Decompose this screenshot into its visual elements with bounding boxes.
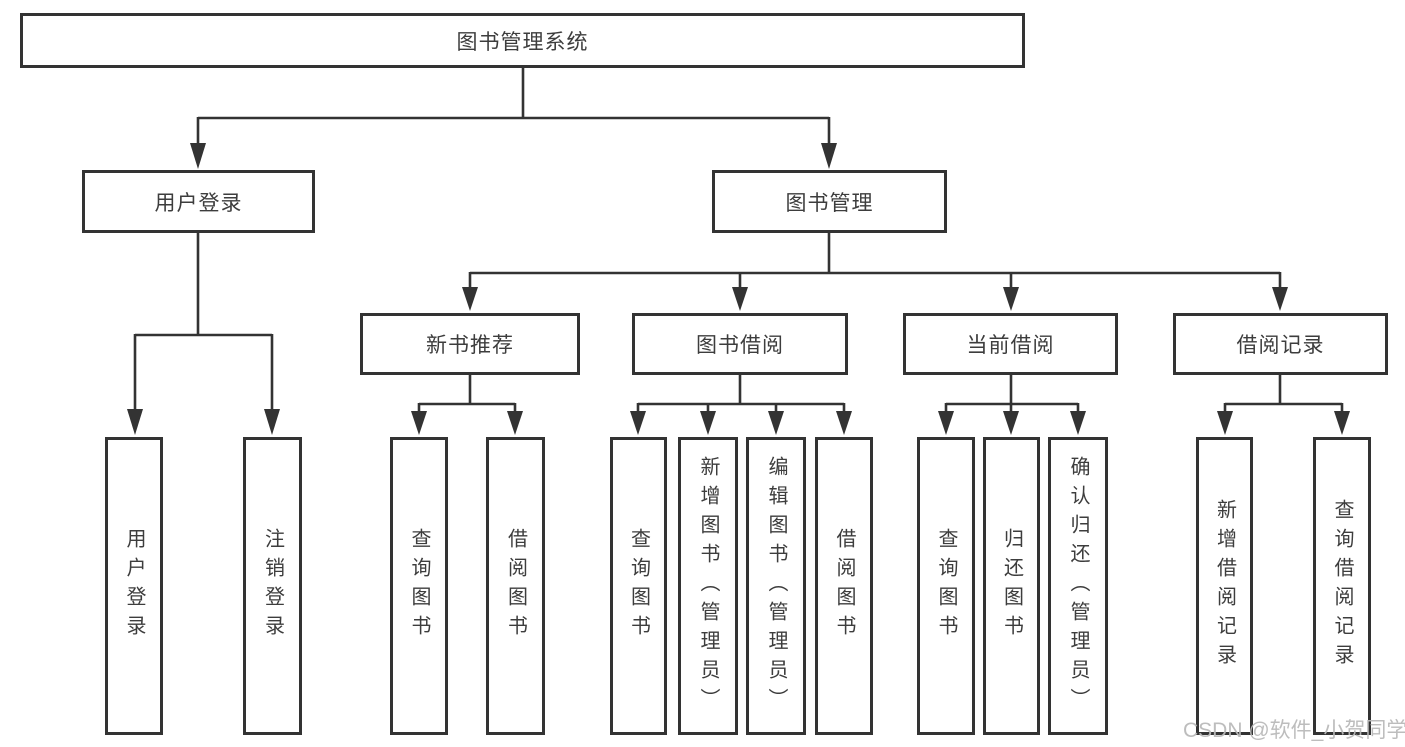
leaf-logout-label: 注销登录 [261,528,284,644]
leaf-query-book-current: 查询图书 [917,437,975,735]
csdn-watermark: CSDN @软件_小贺同学 [1183,719,1405,742]
leaf-add-book-admin: 新增图书（管理员） [678,437,738,735]
node-module-new-book-recommend-label: 新书推荐 [426,334,514,357]
leaf-borrow-book-recommend: 借阅图书 [486,437,545,735]
leaf-add-book-admin-label: 新增图书（管理员） [697,455,719,717]
connector-root-to-branches [190,68,837,169]
node-module-borrow-records: 借阅记录 [1173,313,1388,375]
connector-borrow-records-to-leaves [1217,375,1350,435]
leaf-query-borrow-record: 查询借阅记录 [1313,437,1371,735]
leaf-add-borrow-record-label: 新增借阅记录 [1213,499,1236,673]
leaf-query-book-borrowmod-label: 查询图书 [627,528,650,644]
leaf-add-borrow-record: 新增借阅记录 [1196,437,1253,735]
leaf-borrow-book-recommend-label: 借阅图书 [504,528,527,644]
node-module-borrow-records-label: 借阅记录 [1236,334,1325,357]
node-branch-book-management: 图书管理 [712,170,947,233]
leaf-edit-book-admin: 编辑图书（管理员） [746,437,806,735]
node-branch-user-login-label: 用户登录 [154,191,243,215]
leaf-logout: 注销登录 [243,437,302,735]
node-module-current-borrow: 当前借阅 [903,313,1118,375]
leaf-query-book-recommend: 查询图书 [390,437,448,735]
node-root-system: 图书管理系统 [20,13,1025,68]
leaf-borrow-book: 借阅图书 [815,437,873,735]
leaf-query-borrow-record-label: 查询借阅记录 [1331,499,1353,673]
node-root-system-label: 图书管理系统 [456,30,589,54]
node-branch-book-management-label: 图书管理 [785,191,874,215]
leaf-confirm-return-admin-label: 确认归还（管理员） [1067,455,1089,717]
leaf-confirm-return-admin: 确认归还（管理员） [1048,437,1108,735]
leaf-edit-book-admin-label: 编辑图书（管理员） [765,455,787,717]
connector-user-login-to-leaves [127,233,280,435]
leaf-query-book-borrowmod: 查询图书 [610,437,667,735]
connector-book-borrow-to-leaves [630,375,852,435]
connector-new-book-recommend-to-leaves [411,375,523,435]
node-module-book-borrow: 图书借阅 [632,313,848,375]
node-module-new-book-recommend: 新书推荐 [360,313,580,375]
node-module-current-borrow-label: 当前借阅 [966,334,1055,357]
leaf-borrow-book-label: 借阅图书 [833,528,855,644]
leaf-query-book-current-label: 查询图书 [935,528,957,644]
leaf-return-book: 归还图书 [983,437,1040,735]
leaf-user-login: 用户登录 [105,437,163,735]
connector-book-mgmt-to-modules [462,233,1288,311]
leaf-return-book-label: 归还图书 [1000,528,1023,644]
connector-current-borrow-to-leaves [938,375,1086,435]
leaf-user-login-label: 用户登录 [123,528,145,644]
leaf-query-book-recommend-label: 查询图书 [408,528,430,644]
node-module-book-borrow-label: 图书借阅 [696,334,784,357]
node-branch-user-login: 用户登录 [82,170,315,233]
